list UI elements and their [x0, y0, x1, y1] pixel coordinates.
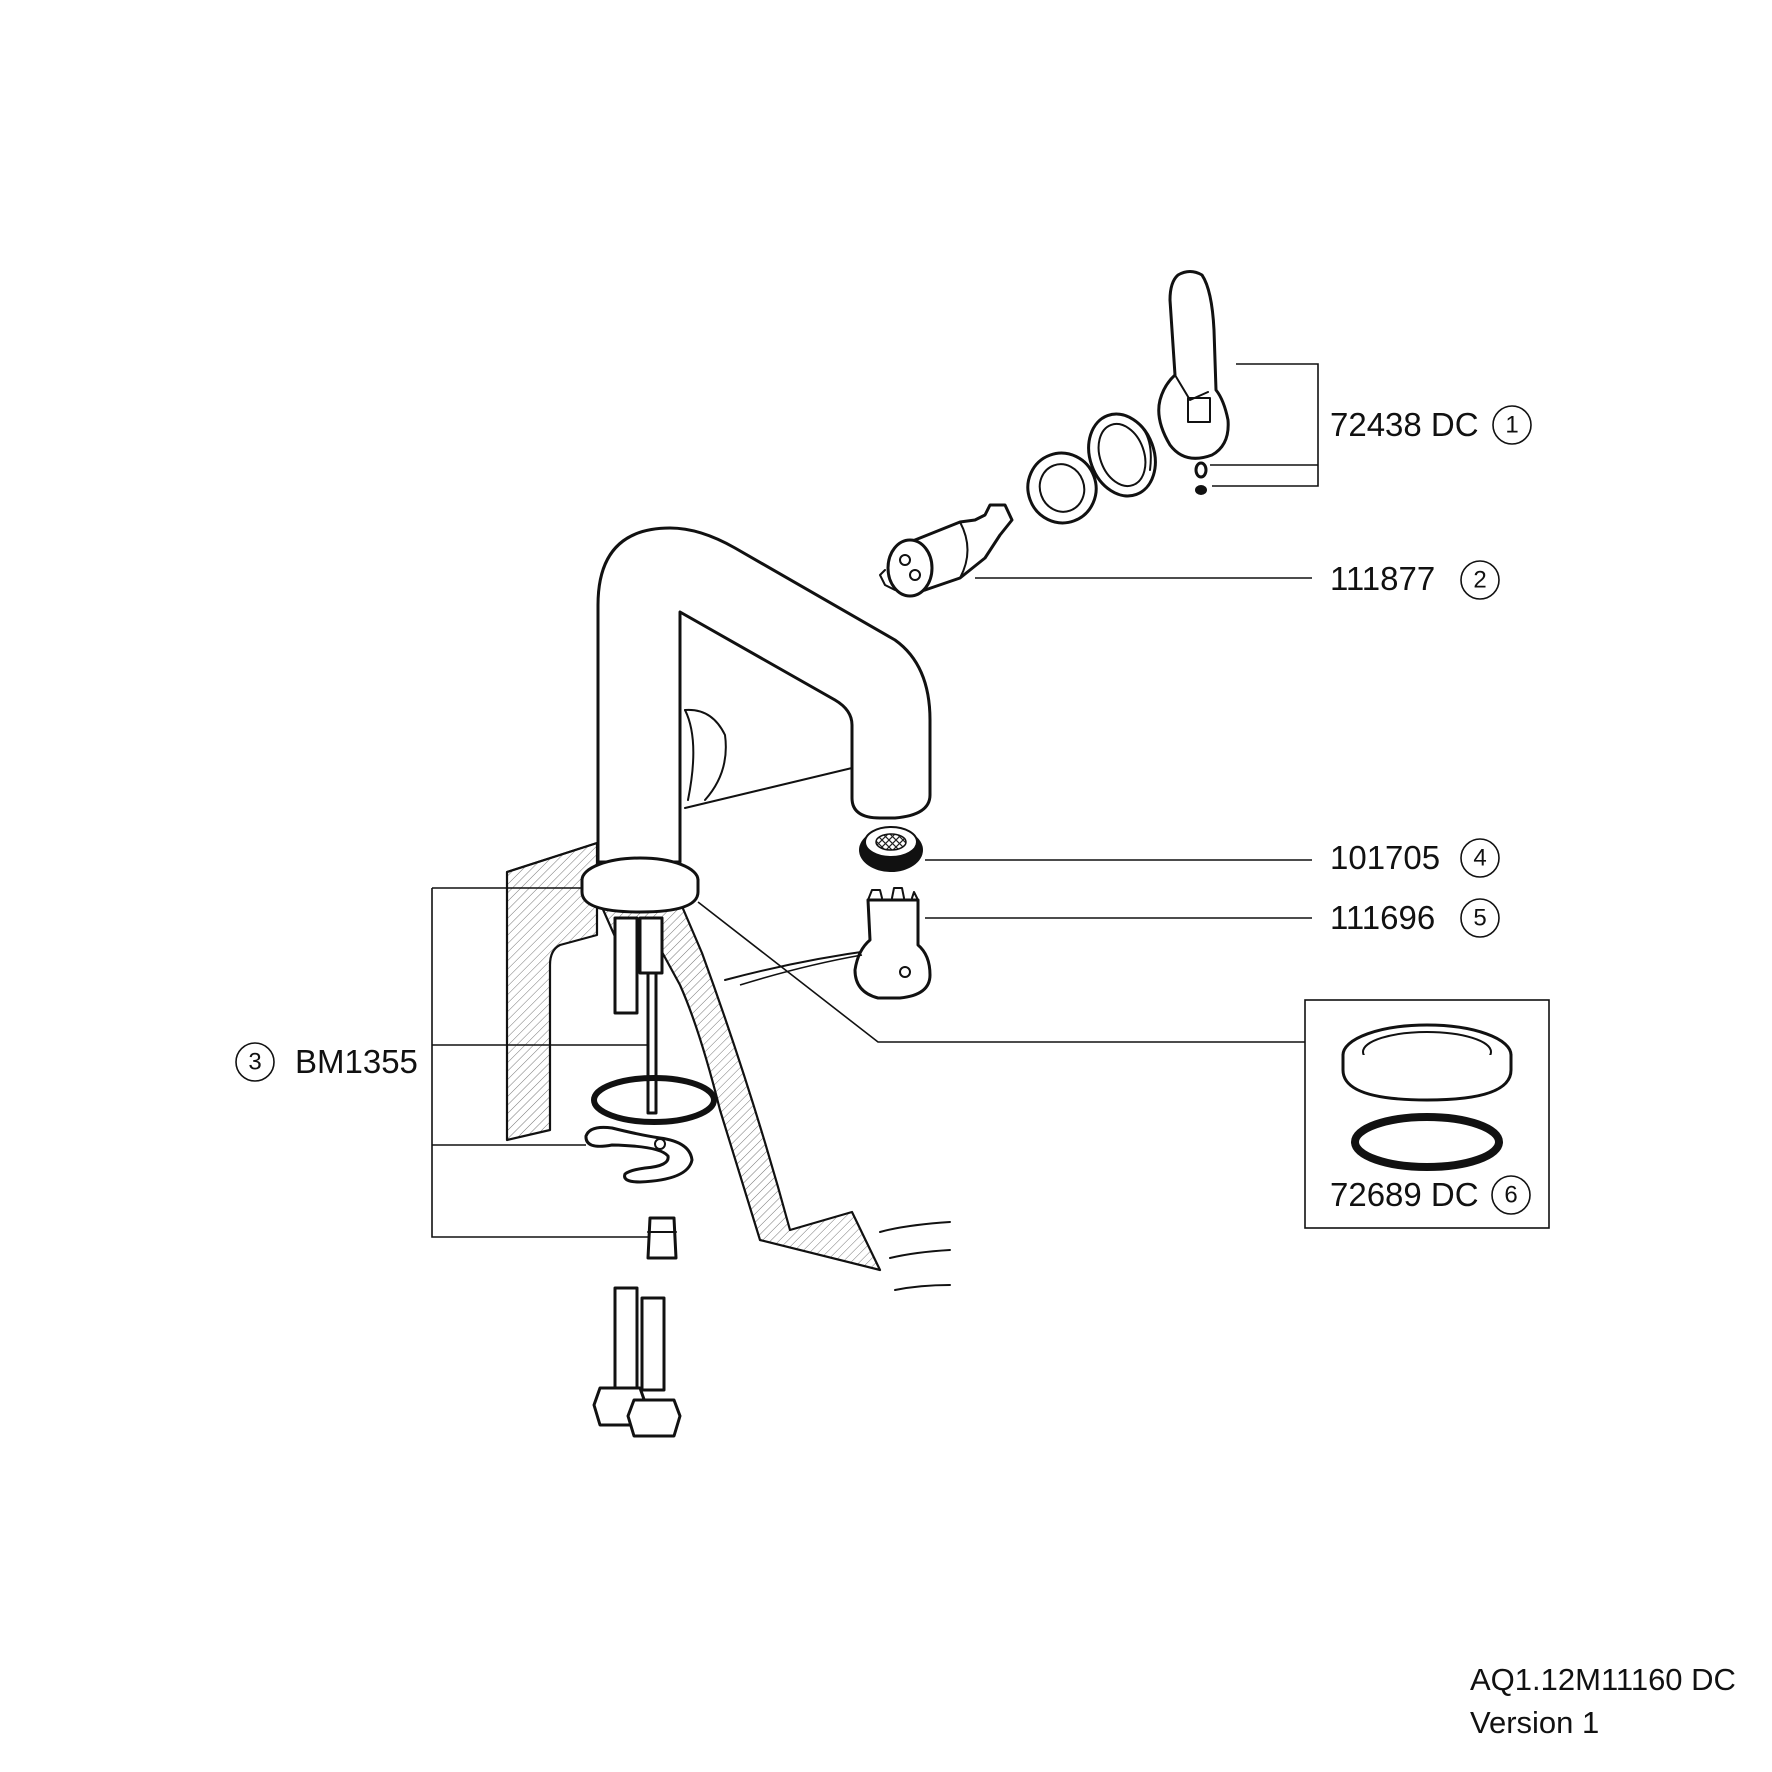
- callout-5: 111696 5: [1330, 898, 1500, 938]
- cartridge: [879, 503, 1014, 598]
- countertop-section: [505, 841, 951, 1291]
- callout-2-part: 111877: [1330, 560, 1435, 597]
- callout-6: 72689 DC 6: [1330, 1175, 1531, 1215]
- callout-3-num: 3: [248, 1049, 261, 1076]
- callout-2-num: 2: [1473, 567, 1486, 594]
- aerator-key: [853, 887, 932, 1000]
- part-6-box: [1304, 999, 1550, 1229]
- document-version: Version 1: [1470, 1705, 1599, 1740]
- leader-lines: [431, 363, 1319, 1238]
- callout-5-part: 111696: [1330, 899, 1435, 936]
- callout-4-part: 101705: [1330, 839, 1440, 876]
- faucet-body: [580, 526, 932, 914]
- callout-5-num: 5: [1473, 905, 1486, 932]
- callout-6-part: 72689 DC: [1330, 1176, 1479, 1213]
- callout-1-part: 72438 DC: [1330, 406, 1479, 443]
- callout-1: 72438 DC 1: [1330, 405, 1532, 445]
- callout-2: 111877 2: [1330, 560, 1500, 600]
- callout-3: 3 BM1355: [235, 1042, 418, 1082]
- footer: AQ1.12M11160 DC Version 1: [1470, 1662, 1736, 1740]
- aerator: [859, 826, 923, 872]
- callout-4-num: 4: [1473, 845, 1486, 872]
- callout-4: 101705 4: [1330, 838, 1500, 878]
- document-id: AQ1.12M11160 DC: [1470, 1662, 1736, 1697]
- callout-3-part: BM1355: [295, 1043, 418, 1080]
- callout-1-num: 1: [1505, 412, 1518, 439]
- lever-handle: [1157, 270, 1230, 495]
- supply-hoses: [592, 1286, 682, 1438]
- mounting-set: [584, 916, 717, 1260]
- trim-rings: [1026, 412, 1157, 525]
- callout-6-num: 6: [1504, 1182, 1517, 1209]
